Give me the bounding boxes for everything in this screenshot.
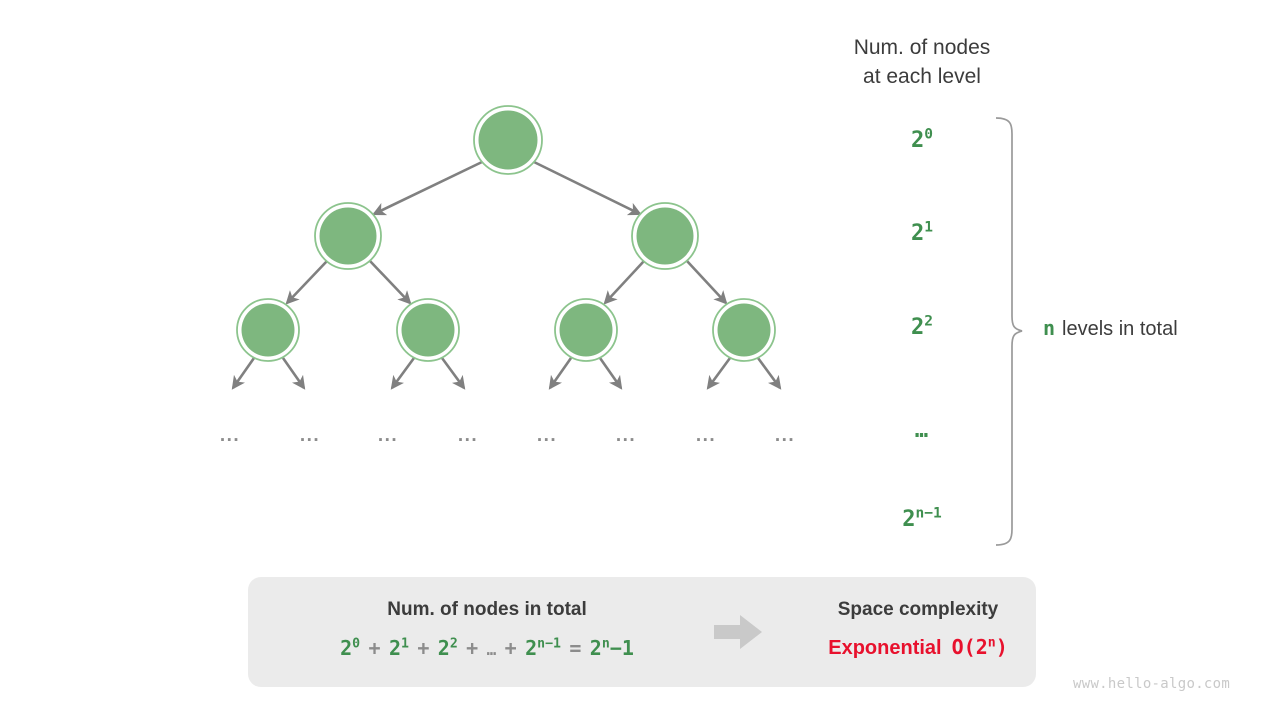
edge-stub-3 <box>390 357 416 390</box>
complexity-notation: O(2n) <box>951 635 1008 659</box>
tree-node-l2-2 <box>554 298 618 362</box>
edge-stub-1 <box>231 357 256 390</box>
edge-l1a-left <box>285 260 328 305</box>
level-label-2-base: 2 <box>911 315 925 340</box>
edge-l1a-right <box>369 260 412 305</box>
tree-ellipsis-item: ... <box>615 425 637 446</box>
formula-term-1: 20 <box>340 636 361 660</box>
level-label-0-exp: 0 <box>924 126 933 143</box>
formula-term-2: 21 <box>388 636 409 660</box>
right-arrow-icon <box>714 615 762 649</box>
tree-node-l1-0 <box>314 202 382 270</box>
summary-right-section: Space complexity Exponential O(2n) <box>800 577 1036 687</box>
formula-ellipsis: … <box>486 640 497 659</box>
tree-nodes <box>236 105 776 362</box>
tree-ellipsis-item: ... <box>457 425 479 446</box>
level-label-ellipsis: … <box>914 418 930 443</box>
edge-stub-4 <box>440 357 466 390</box>
tree-node-l2-0 <box>236 298 300 362</box>
brace-label-text: levels in total <box>1062 318 1178 340</box>
formula-result: 2n−1 <box>589 636 634 660</box>
edge-stub-7 <box>706 357 732 390</box>
level-label-last: 2n−1 <box>842 505 1002 532</box>
tree-ellipsis-item: ... <box>695 425 717 446</box>
level-label-2: 22 <box>842 313 1002 340</box>
tree-edges <box>231 160 782 390</box>
edge-stub-6 <box>598 357 623 390</box>
summary-right-title: Space complexity <box>837 599 999 620</box>
tree-ellipsis-item: ... <box>377 425 399 446</box>
edge-root-left <box>372 160 483 216</box>
edge-root-right <box>533 160 642 216</box>
tree-node-l2-3 <box>712 298 776 362</box>
level-label-1-base: 2 <box>911 221 925 246</box>
column-heading-line-1: Num. of nodes <box>853 36 991 59</box>
tree-ellipsis-item: ... <box>536 425 558 446</box>
tree-node-root <box>473 105 543 175</box>
level-label-1-exp: 1 <box>924 219 933 236</box>
watermark: www.hello-algo.com <box>1073 676 1231 692</box>
formula-term-3: 22 <box>437 636 458 660</box>
formula-equals: = <box>569 636 582 660</box>
formula-op-2: + <box>417 636 430 660</box>
brace-label: n levels in total <box>1043 316 1178 341</box>
summary-panel: Num. of nodes in total 20+21+22+…+2n−1=2… <box>248 577 1036 687</box>
level-label-1: 21 <box>842 219 1002 246</box>
brace-label-variable: n <box>1043 316 1056 340</box>
summary-formula: 20 +21 +22 + … +2n−1 = 2n−1 <box>248 636 726 660</box>
formula-op-3: + <box>466 636 479 660</box>
edge-l1b-right <box>686 260 728 305</box>
tree-node-l1-1 <box>631 202 699 270</box>
level-label-last-exp: n−1 <box>915 505 942 522</box>
formula-term-4: 2n−1 <box>525 636 561 660</box>
complexity-word: Exponential <box>828 637 942 659</box>
edge-stub-5 <box>548 357 573 390</box>
edge-stub-2 <box>281 357 306 390</box>
edge-stub-8 <box>756 357 782 390</box>
tree-ellipsis-item: ... <box>299 425 321 446</box>
column-heading-line-2: at each level <box>863 65 981 88</box>
edge-l1b-left <box>603 260 645 305</box>
formula-op-1: + <box>368 636 381 660</box>
level-label-2-exp: 2 <box>924 313 933 330</box>
tree-node-l2-1 <box>396 298 460 362</box>
tree-ellipsis-item: ... <box>219 425 241 446</box>
summary-result: Exponential O(2n) <box>800 635 1036 660</box>
tree-ellipsis-item: ... <box>774 425 796 446</box>
level-label-last-base: 2 <box>902 507 916 532</box>
level-label-0-base: 2 <box>911 128 925 153</box>
formula-op-4: + <box>504 636 517 660</box>
summary-left-title: Num. of nodes in total <box>387 599 587 620</box>
summary-left-section: Num. of nodes in total 20+21+22+…+2n−1=2… <box>248 577 726 687</box>
level-label-0: 20 <box>842 126 1002 153</box>
column-heading: Num. of nodes at each level <box>812 33 1032 91</box>
